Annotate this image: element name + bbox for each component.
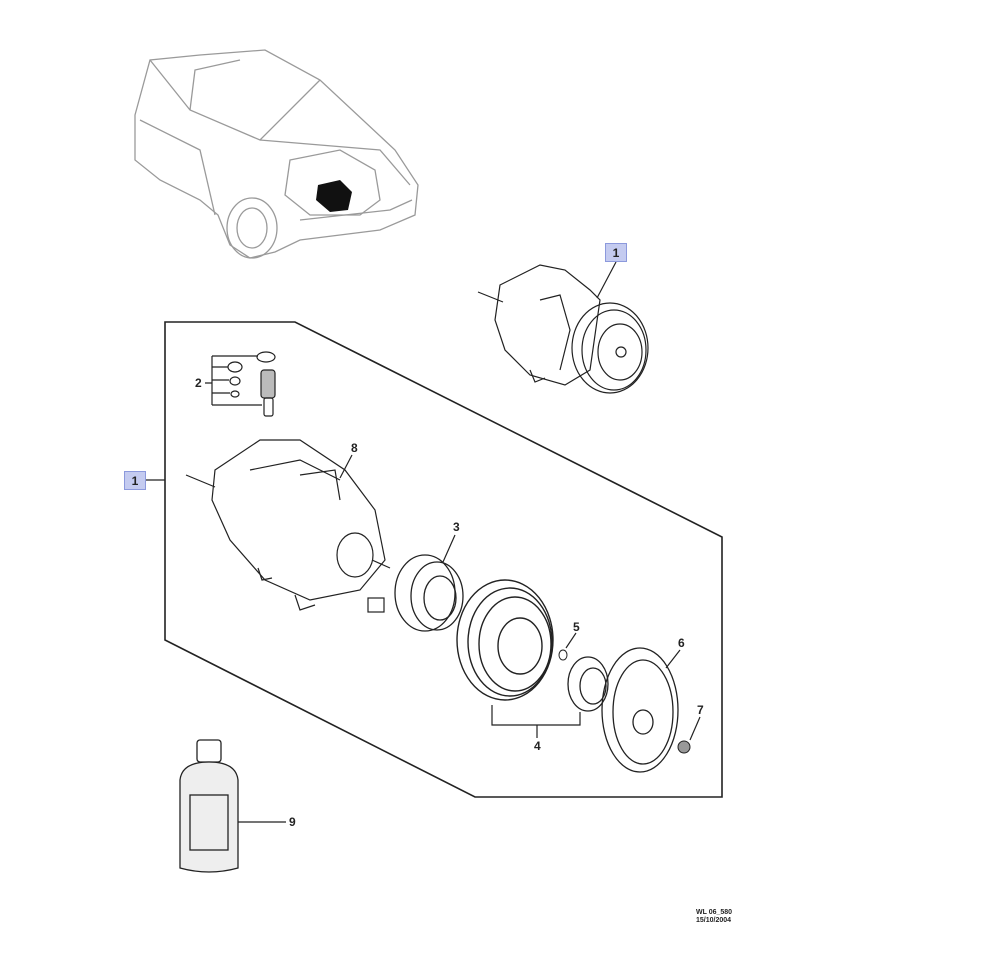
- leader-line: [565, 632, 577, 649]
- drawing-reference: WL 06_580 15/10/2004: [696, 909, 732, 925]
- leader-line: [689, 716, 701, 741]
- label-part-7: 7: [697, 703, 704, 717]
- label-part-9: 9: [289, 815, 296, 829]
- pulley-bracket-leader: [491, 705, 581, 738]
- kit-frame: [164, 321, 723, 798]
- clutch-plate-illustration: [601, 647, 679, 773]
- leader-line: [665, 649, 681, 669]
- label-part-4: 4: [534, 739, 541, 753]
- leader-line: [596, 261, 617, 299]
- reference-code: WL 06_580: [696, 909, 733, 916]
- clutch-coil-illustration: [394, 554, 464, 632]
- nut-illustration: [677, 740, 691, 754]
- o-rings-valve-illustration: [205, 351, 276, 417]
- pulley-illustration: [456, 579, 554, 701]
- bearing-illustration: [567, 656, 609, 712]
- car-outline-illustration: [134, 49, 419, 259]
- leader-line: [339, 454, 353, 479]
- compressor-body-illustration: [185, 439, 391, 613]
- label-part-6: 6: [678, 636, 685, 650]
- label-part-2: 2: [195, 376, 202, 390]
- callout-assembly-top[interactable]: 1: [605, 243, 627, 262]
- callout-assembly-left[interactable]: 1: [124, 471, 146, 490]
- compressor-top-illustration: [477, 264, 649, 394]
- label-part-5: 5: [573, 620, 580, 634]
- shim-illustration: [558, 649, 568, 661]
- compressor-location-highlight: [316, 180, 352, 212]
- oil-bottle-illustration: [179, 739, 239, 873]
- reference-date: 15/10/2004: [696, 917, 732, 924]
- label-part-3: 3: [453, 520, 460, 534]
- leader-line: [442, 534, 456, 563]
- label-part-8: 8: [351, 441, 358, 455]
